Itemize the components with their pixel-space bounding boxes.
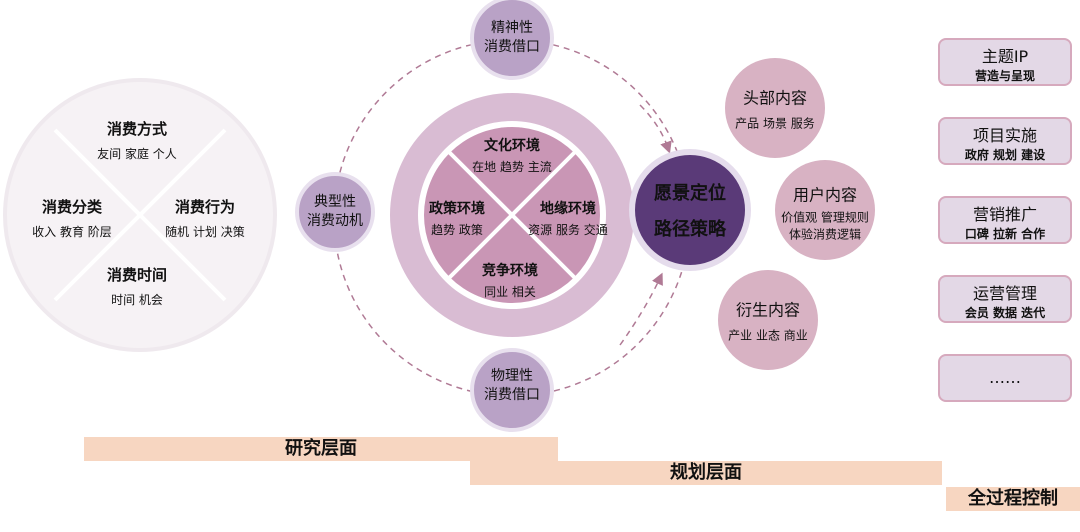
- box-project: 项目实施政府 规划 建设: [938, 117, 1072, 165]
- content-derived-sub: 产业 业态 商业: [728, 328, 808, 343]
- env-right-title: 地缘环境: [539, 201, 596, 217]
- content-circle-head: [725, 58, 825, 158]
- box-marketing: 营销推广口碑 拉新 合作: [938, 196, 1072, 244]
- phase-full-control: 全过程控制: [946, 487, 1080, 511]
- phase-research: 研究层面: [84, 437, 558, 461]
- orbit-top-line1: 精神性: [491, 20, 533, 36]
- consumer-right-sub: 随机 计划 决策: [165, 225, 245, 239]
- consumer-top-title: 消费方式: [106, 120, 168, 138]
- orbit-left-line1: 典型性: [314, 194, 356, 210]
- orbit-top-circle: [470, 0, 554, 80]
- consumer-pie: [3, 78, 277, 352]
- box-sub: 政府 规划 建设: [964, 148, 1046, 162]
- orbit-left-line2: 消费动机: [307, 213, 363, 229]
- orbit-bottom-line1: 物理性: [491, 368, 533, 384]
- core-line2: 路径策略: [654, 219, 726, 240]
- phase-planning: 规划层面: [470, 461, 942, 485]
- consumer-bottom-title: 消费时间: [106, 266, 168, 284]
- content-derived-title: 衍生内容: [735, 300, 801, 320]
- content-circle-user: [775, 160, 875, 260]
- consumer-bottom-sub: 时间 机会: [111, 293, 163, 307]
- env-bottom-sub: 同业 相关: [484, 285, 536, 299]
- consumer-left-title: 消费分类: [41, 198, 103, 216]
- arrow-to-core-top: [639, 104, 672, 154]
- env-bottom-title: 竞争环境: [482, 263, 538, 279]
- orbit-bottom-circle: [470, 348, 554, 432]
- box-title: 运营管理: [972, 284, 1037, 303]
- content-head-title: 头部内容: [742, 88, 808, 108]
- content-user-title: 用户内容: [792, 185, 858, 205]
- orbit-left-circle: [295, 172, 375, 252]
- consumer-left-sub: 收入 教育 阶层: [32, 225, 112, 239]
- box-title: 主题IP: [981, 47, 1029, 66]
- content-circle-derived: [718, 270, 818, 370]
- env-top-title: 文化环境: [483, 138, 540, 154]
- consumer-top-sub: 友间 家庭 个人: [97, 147, 177, 161]
- content-user-sub: 价值观 管理规则: [781, 210, 869, 225]
- box-sub: 口碑 拉新 合作: [964, 227, 1046, 241]
- orbit-top-line2: 消费借口: [484, 39, 540, 55]
- box-more: ……: [938, 354, 1072, 402]
- orbit-bottom-line2: 消费借口: [484, 387, 540, 403]
- env-top-sub: 在地 趋势 主流: [472, 160, 552, 174]
- core-line1: 愿景定位: [654, 183, 726, 204]
- box-title: 营销推广: [972, 205, 1037, 224]
- box-theme-ip: 主题IP 营造与呈现: [938, 38, 1072, 86]
- env-right-sub: 资源 服务 交通: [528, 223, 608, 237]
- box-sub: 会员 数据 迭代: [964, 306, 1046, 320]
- env-left-title: 政策环境: [429, 201, 485, 217]
- consumer-right-title: 消费行为: [174, 198, 236, 216]
- content-user-sub2: 体验消费逻辑: [788, 227, 862, 242]
- core-circle: [629, 149, 751, 271]
- env-left-sub: 趋势 政策: [431, 223, 483, 237]
- box-operations: 运营管理会员 数据 迭代: [938, 275, 1072, 323]
- content-head-sub: 产品 场景 服务: [735, 116, 815, 131]
- arrow-to-core-bottom: [619, 272, 663, 346]
- box-title: 项目实施: [972, 126, 1037, 145]
- box-sub: 营造与呈现: [974, 69, 1035, 83]
- box-title: ……: [989, 368, 1021, 387]
